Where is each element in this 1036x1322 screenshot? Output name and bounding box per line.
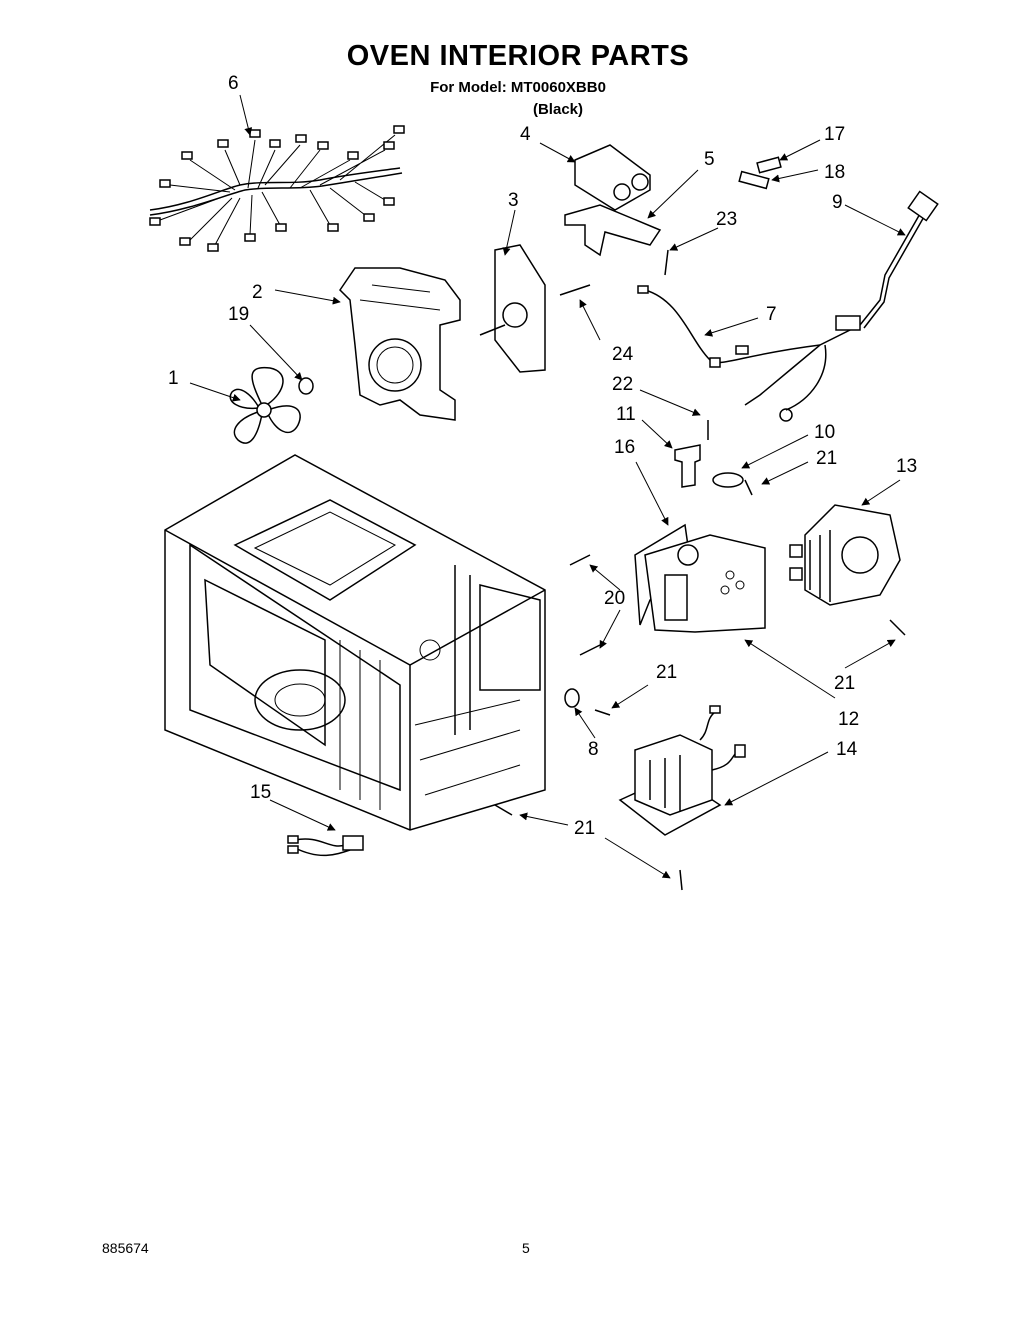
callout-3: 3 <box>508 190 519 211</box>
part-screw-20-a <box>569 554 591 566</box>
callout-14: 14 <box>836 739 858 760</box>
part-screw-21-e <box>679 869 683 891</box>
callout-7: 7 <box>766 304 777 325</box>
callout-24: 24 <box>612 344 634 365</box>
part-nut <box>298 377 314 395</box>
callout-22: 22 <box>612 374 633 395</box>
part-fuse <box>738 156 782 190</box>
part-fan-bracket <box>339 267 461 421</box>
callout-19: 19 <box>228 304 249 325</box>
document-number: 885674 <box>102 1240 149 1256</box>
color-line: (Black) <box>532 101 584 118</box>
part-thermostat <box>712 472 744 488</box>
callout-4: 4 <box>520 124 531 145</box>
callout-1: 1 <box>168 368 179 389</box>
part-magnetron <box>789 504 901 606</box>
part-switch-assembly <box>479 244 546 373</box>
callout-13: 13 <box>896 456 917 477</box>
part-screw-20-b <box>579 644 601 656</box>
callout-21-a: 21 <box>816 448 837 469</box>
callout-5: 5 <box>704 149 715 170</box>
callout-12: 12 <box>838 709 859 730</box>
part-capacitor-bracket <box>564 204 662 257</box>
callout-11: 11 <box>616 404 636 425</box>
part-screw-24 <box>559 284 591 296</box>
part-screw-21-d <box>494 804 513 816</box>
part-fan-blade <box>229 366 301 444</box>
callout-23: 23 <box>716 209 737 230</box>
model-line: For Model: MT0060XBB0 <box>430 79 606 96</box>
page-number: 5 <box>522 1240 530 1256</box>
part-transformer <box>618 705 746 836</box>
part-screw-21-c <box>594 709 611 716</box>
leader-lines <box>189 94 906 879</box>
callout-20: 20 <box>604 588 625 609</box>
callout-6: 6 <box>228 73 239 94</box>
part-thermal-fuse <box>674 444 701 488</box>
callout-18: 18 <box>824 162 845 183</box>
part-grommet <box>564 688 580 708</box>
callout-10: 10 <box>814 422 835 443</box>
part-capacitor <box>574 144 651 211</box>
part-wire-lead-15 <box>287 835 364 857</box>
part-wire-lead <box>637 285 821 368</box>
part-wire-harness <box>149 125 405 252</box>
callout-21-b: 21 <box>656 662 677 683</box>
callout-9: 9 <box>832 192 843 213</box>
part-oven-cavity <box>164 454 546 831</box>
callout-2: 2 <box>252 282 263 303</box>
callout-21-d: 21 <box>574 818 595 839</box>
callout-16: 16 <box>614 437 635 458</box>
part-power-cord <box>744 190 939 422</box>
callout-labels: 6 2 19 1 3 24 4 5 17 18 23 9 7 22 11 10 … <box>168 73 917 839</box>
callout-8: 8 <box>588 739 599 760</box>
part-screw-23 <box>664 249 669 276</box>
part-screw-21-a <box>744 479 753 496</box>
callout-15: 15 <box>250 782 271 803</box>
part-magnetron-bracket <box>644 534 766 633</box>
callout-21-c: 21 <box>834 673 855 694</box>
page-title: OVEN INTERIOR PARTS <box>346 40 690 72</box>
part-screw-21-b <box>889 619 906 636</box>
callout-17: 17 <box>824 124 845 145</box>
